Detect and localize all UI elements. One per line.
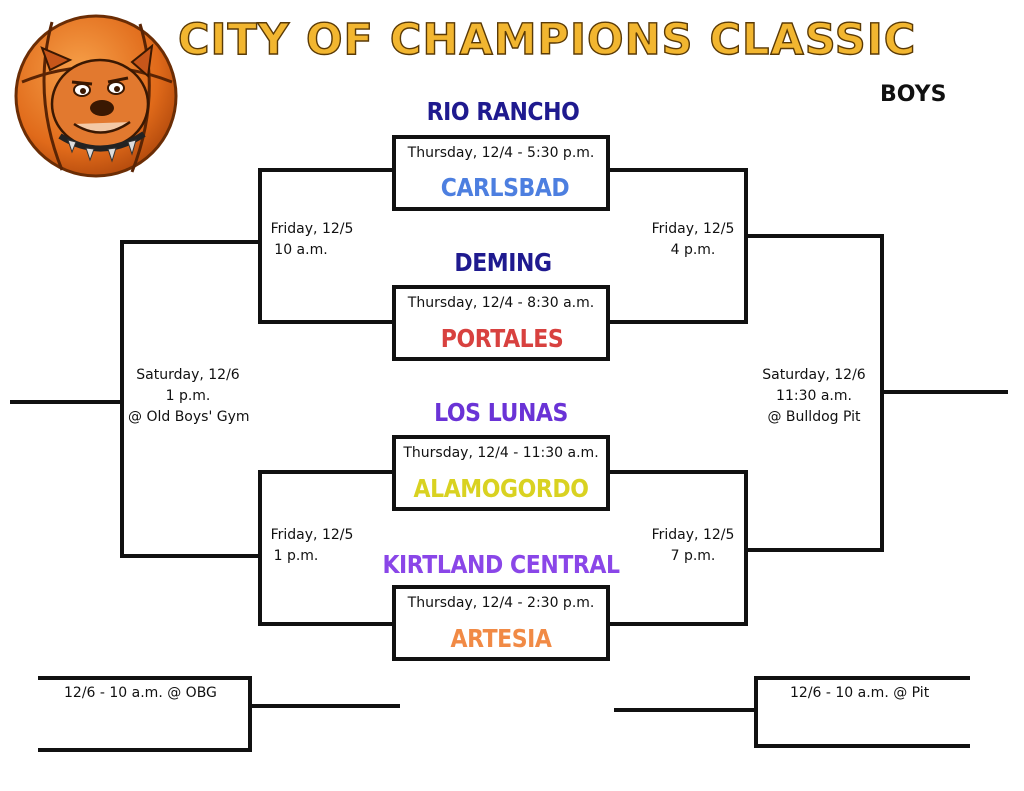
team-portales: PORTALES [440,324,564,353]
left-final-bracket [120,240,262,558]
team-kirtland-central: KIRTLAND CENTRAL [382,550,620,579]
team-artesia: ARTESIA [450,624,552,653]
bulldog-basketball-icon [14,14,178,178]
left-consolation-label: 12/6 - 10 a.m. @ OBG [64,685,217,701]
team-alamogordo: ALAMOGORDO [413,474,589,503]
right-consolation-label: 12/6 - 10 a.m. @ Pit [790,685,930,701]
game-2-time: Thursday, 12/4 - 8:30 a.m. [407,295,595,311]
team-carlsbad: CARLSBAD [440,173,570,202]
left-consolation-bracket [38,676,252,752]
division-label: BOYS [880,82,947,107]
team-rio-rancho: RIO RANCHO [426,97,580,126]
game-box-1 [392,135,610,211]
right-semi-top-bracket [606,168,748,324]
team-deming: DEMING [454,248,552,277]
game-4-time: Thursday, 12/4 - 2:30 p.m. [407,595,595,611]
page-title: CITY OF CHAMPIONS CLASSIC [177,14,917,65]
left-semi-bottom-bracket [258,470,396,626]
game-3-time: Thursday, 12/4 - 11:30 a.m. [403,445,599,461]
game-1-time: Thursday, 12/4 - 5:30 p.m. [407,145,595,161]
team-los-lunas: LOS LUNAS [434,398,568,427]
left-semi-top-bracket [258,168,396,324]
